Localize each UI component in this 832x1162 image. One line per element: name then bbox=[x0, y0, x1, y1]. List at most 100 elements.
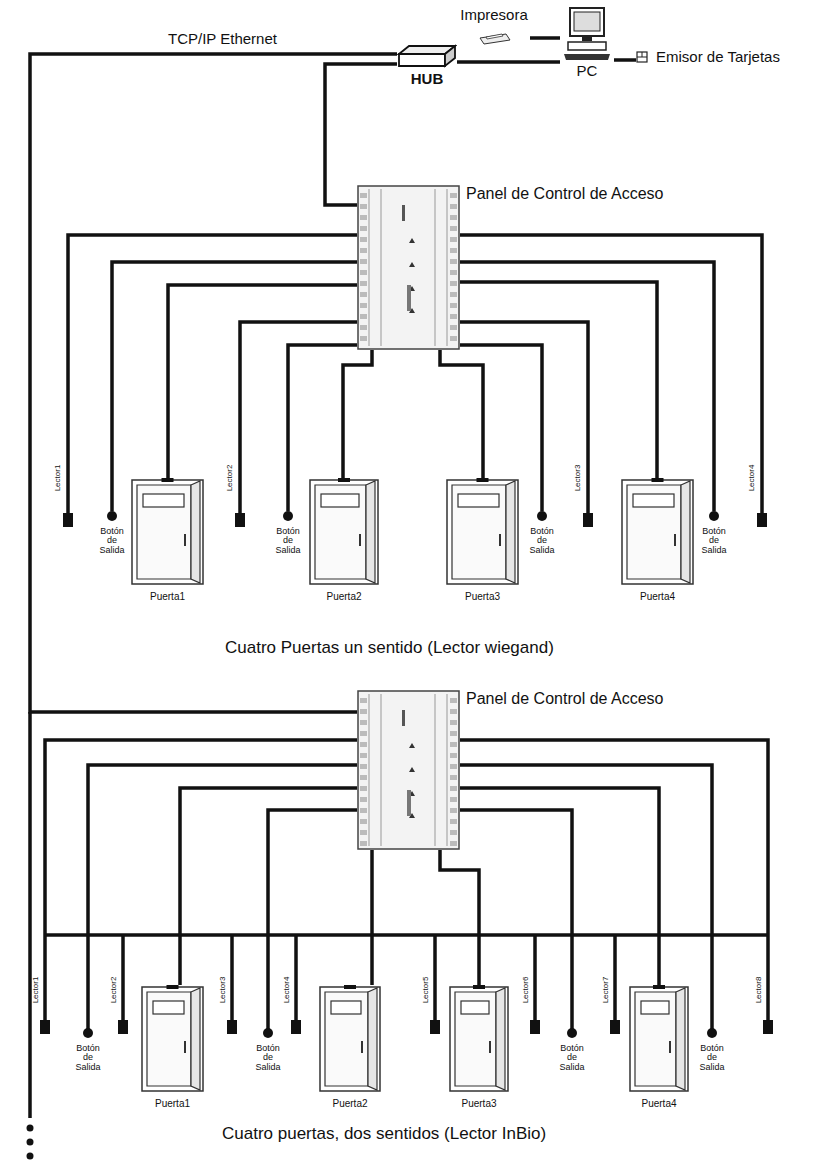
drawing-stroke bbox=[450, 841, 457, 846]
drawing-stroke bbox=[489, 1041, 491, 1053]
reader-label: Lector3 bbox=[574, 465, 582, 492]
reader-label: Lector4 bbox=[283, 977, 291, 1004]
drawing-stroke bbox=[450, 281, 457, 286]
drawing-stroke bbox=[450, 797, 457, 802]
drawing-stroke bbox=[402, 205, 405, 221]
cable bbox=[112, 262, 357, 511]
drawing-stroke bbox=[499, 534, 501, 546]
pc-node: PC bbox=[560, 6, 614, 80]
exit-button-label: Botón de Salida bbox=[251, 1044, 285, 1072]
drawing-stroke bbox=[360, 731, 367, 736]
drawing-stroke bbox=[637, 52, 647, 62]
door-label: Puerta3 bbox=[465, 591, 500, 602]
drawing-stroke bbox=[674, 534, 676, 546]
door-label: Puerta1 bbox=[155, 1098, 190, 1109]
door-node: Puerta2 bbox=[318, 985, 382, 1111]
device-label: PC bbox=[577, 62, 598, 79]
exit-button-symbol bbox=[263, 1028, 273, 1038]
door-icon bbox=[130, 478, 205, 586]
drawing-stroke bbox=[191, 481, 200, 583]
door-node: Puerta3 bbox=[445, 478, 520, 604]
door-node: Puerta2 bbox=[308, 478, 380, 604]
continuation-dot bbox=[27, 1125, 34, 1132]
drawing-stroke bbox=[360, 709, 367, 714]
drawing-stroke bbox=[461, 1001, 489, 1014]
drawing-stroke bbox=[360, 808, 367, 813]
reader-symbol bbox=[235, 513, 245, 527]
exit-button-label: Botón de Salida bbox=[555, 1044, 589, 1072]
door-icon bbox=[140, 985, 205, 1093]
drawing-stroke bbox=[450, 698, 457, 703]
exit-button-symbol bbox=[709, 511, 719, 521]
exit-button-label: Botón de Salida bbox=[271, 527, 305, 555]
emisor-node: Emisor de Tarjetas bbox=[636, 48, 780, 65]
drawing-stroke bbox=[142, 987, 203, 1091]
drawing-stroke bbox=[360, 841, 367, 846]
drawing-stroke bbox=[310, 480, 378, 584]
drawing-stroke bbox=[360, 698, 367, 703]
card-issuer-icon bbox=[636, 51, 648, 63]
drawing-stroke bbox=[147, 992, 191, 1086]
network-cable bbox=[440, 350, 483, 478]
drawing-stroke bbox=[450, 764, 457, 769]
panel-node: Panel de Control de Acceso bbox=[357, 690, 460, 850]
exit-button-label: Botón de Salida bbox=[525, 527, 559, 555]
exit-button-symbol bbox=[83, 1028, 93, 1038]
door-label: Puerta2 bbox=[326, 591, 361, 602]
reader-label: Lector1 bbox=[54, 465, 62, 492]
exit-button-label: Botón de Salida bbox=[95, 527, 129, 555]
drawing-stroke bbox=[409, 743, 415, 748]
reader-symbol bbox=[763, 1020, 773, 1034]
door-icon bbox=[318, 985, 382, 1093]
drawing-stroke bbox=[359, 534, 361, 546]
reader-symbol bbox=[430, 1020, 440, 1034]
door-icon bbox=[448, 985, 510, 1093]
control-panel-icon bbox=[357, 185, 460, 350]
drawing-stroke bbox=[450, 270, 457, 275]
drawing-stroke bbox=[143, 494, 184, 507]
drawing-stroke bbox=[450, 215, 457, 220]
drawing-stroke bbox=[637, 52, 647, 57]
reader-symbol bbox=[291, 1020, 301, 1034]
drawing-stroke bbox=[496, 988, 505, 1090]
drawing-stroke bbox=[381, 694, 382, 846]
drawing-stroke bbox=[407, 790, 411, 816]
drawing-stroke bbox=[450, 720, 457, 725]
drawing-stroke bbox=[450, 204, 457, 209]
drawing-stroke bbox=[450, 336, 457, 341]
door-lock-symbol bbox=[652, 478, 664, 482]
drawing-stroke bbox=[450, 226, 457, 231]
drawing-stroke bbox=[633, 494, 674, 507]
drawing-stroke bbox=[450, 808, 457, 813]
reader-symbol bbox=[40, 1020, 50, 1034]
drawing-stroke bbox=[458, 494, 499, 507]
continuation-dot bbox=[27, 1153, 34, 1160]
exit-button-label: Botón de Salida bbox=[695, 1044, 729, 1072]
reader-label: Lector5 bbox=[422, 977, 430, 1004]
drawing-stroke bbox=[399, 54, 445, 66]
door-label: Puerta3 bbox=[461, 1098, 496, 1109]
drawing-stroke bbox=[360, 226, 367, 231]
drawing-stroke bbox=[455, 992, 496, 1086]
drawing-stroke bbox=[360, 830, 367, 835]
door-node: Puerta4 bbox=[628, 985, 690, 1111]
drawing-stroke bbox=[627, 485, 681, 579]
cable bbox=[613, 935, 617, 1022]
door-label: Puerta4 bbox=[641, 1098, 676, 1109]
door-icon bbox=[308, 478, 380, 586]
door-node: Puerta1 bbox=[140, 985, 205, 1111]
reader-label: Lector7 bbox=[602, 977, 610, 1004]
cable bbox=[28, 712, 32, 1118]
drawing-stroke bbox=[381, 189, 382, 346]
drawing-stroke bbox=[450, 237, 457, 242]
door-icon bbox=[620, 478, 695, 586]
exit-button-symbol bbox=[707, 1028, 717, 1038]
drawing-stroke bbox=[450, 830, 457, 835]
drawing-stroke bbox=[360, 270, 367, 275]
drawing-stroke bbox=[360, 775, 367, 780]
drawing-stroke bbox=[450, 248, 457, 253]
door-node: Puerta1 bbox=[130, 478, 205, 604]
